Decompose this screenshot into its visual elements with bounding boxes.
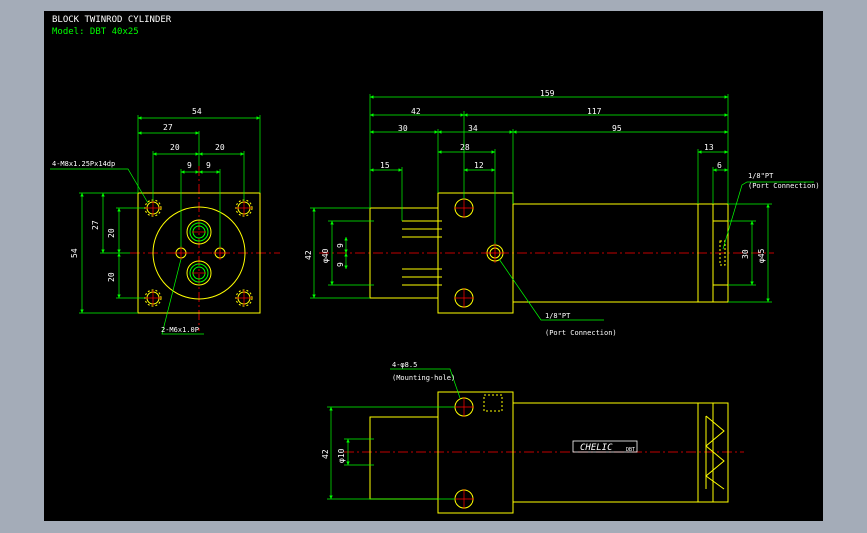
callout-front-port-note: (Port Connection) [545, 329, 617, 337]
front-bore-circle [152, 206, 246, 300]
dim-front-rod-left: 9 [187, 161, 192, 170]
callout-mounting-holes: 4-φ8.5 [392, 361, 417, 369]
model-label: Model: DBT 40x25 [52, 27, 139, 37]
dim-side-tube-dia: φ45 [757, 248, 766, 263]
callout-rear-port-note: (Port Connection) [748, 182, 820, 190]
dim-side-height: 42 [304, 250, 313, 260]
front-view: 54 27 20 20 9 9 54 27 20 20 4-M8x1.25Px1… [50, 107, 280, 335]
drawing-title: BLOCK TWINROD CYLINDER [52, 15, 172, 25]
nameplate-brand: CHELIC [580, 443, 613, 453]
dim-side-tube-body: 95 [612, 124, 622, 133]
dim-front-port-right: 20 [215, 143, 225, 152]
title-block: BLOCK TWINROD CYLINDER Model: DBT 40x25 [52, 14, 171, 38]
callout-mounting-note: (Mounting-hole) [392, 374, 455, 382]
dim-side-port-pos: 28 [460, 143, 470, 152]
dim-side-tube-length: 117 [587, 107, 602, 116]
dim-front-vert-lower: 20 [107, 272, 116, 282]
dim-side-port-offset: 12 [474, 161, 484, 170]
top-view: CHELIC DBT 42 φ10 4-φ8.5 (Mounting-hole) [321, 361, 744, 514]
dim-side-end-cap: 13 [704, 143, 714, 152]
dim-side-rod-lower: 9 [336, 262, 345, 267]
top-tube [512, 402, 714, 503]
side-tube [512, 203, 714, 303]
dim-top-rod-dia: φ10 [337, 448, 346, 463]
front-body-outline [137, 192, 261, 314]
dim-front-width: 54 [192, 107, 202, 116]
drawing-canvas: 54 27 20 20 9 9 54 27 20 20 4-M8x1.25Px1… [50, 89, 820, 514]
dim-top-height: 42 [321, 449, 330, 459]
nameplate-code: DBT [626, 447, 635, 453]
callout-thread-holes: 4-M8x1.25Px14dp [52, 160, 115, 168]
dim-side-rod-ext: 30 [398, 124, 408, 133]
dim-front-height: 54 [70, 248, 79, 258]
dim-side-overall: 159 [540, 89, 555, 98]
dim-front-vert-upper: 20 [107, 228, 116, 238]
dim-side-rod-end: 15 [380, 161, 390, 170]
dim-front-half-width: 27 [163, 123, 173, 132]
dim-front-half-height: 27 [91, 220, 100, 230]
callout-rod-threads: 2-M6x1.0P [161, 326, 199, 334]
dim-side-bore: 30 [741, 249, 750, 259]
dim-side-end-port: 6 [717, 161, 722, 170]
top-rod-end [369, 416, 439, 500]
drawing-viewport[interactable]: BLOCK TWINROD CYLINDER Model: DBT 40x25 [44, 11, 823, 521]
side-view: 159 42 117 30 34 95 28 15 12 13 6 42 φ40… [304, 89, 820, 337]
dim-side-rod-dia: φ40 [321, 248, 330, 263]
dim-side-block-len: 34 [468, 124, 478, 133]
dim-side-rod-upper: 9 [336, 243, 345, 248]
nameplate: CHELIC DBT [572, 440, 638, 453]
dim-side-block-to-tube: 42 [411, 107, 421, 116]
dim-front-port-left: 20 [170, 143, 180, 152]
top-end-cap [697, 402, 729, 503]
dim-front-rod-right: 9 [206, 161, 211, 170]
callout-front-port: 1/8"PT [545, 312, 571, 320]
callout-rear-port: 1/8"PT [748, 172, 774, 180]
